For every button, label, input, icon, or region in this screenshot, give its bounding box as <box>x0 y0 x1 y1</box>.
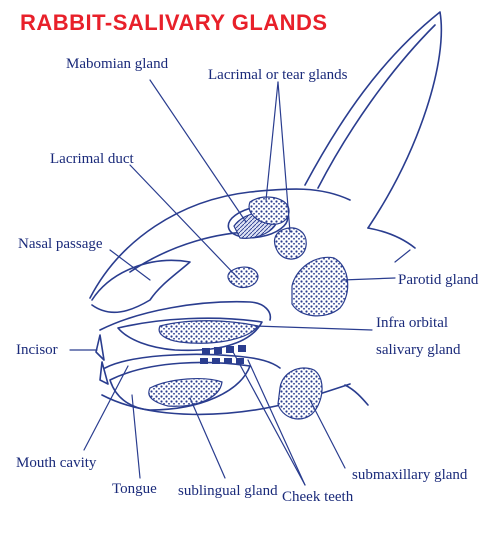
label-cheek-teeth: Cheek teeth <box>282 489 354 505</box>
lower-jaw <box>101 383 351 416</box>
label-lacrimal-glands: Lacrimal or tear glands <box>208 67 348 83</box>
cheek-teeth <box>200 345 246 364</box>
label-submaxillary-gland: submaxillary gland <box>352 467 468 483</box>
label-mabomian-gland: Mabomian gland <box>66 56 169 72</box>
nasal-passage-outline <box>91 259 191 314</box>
head-back <box>367 227 416 249</box>
lacrimal-gland-upper <box>248 196 290 225</box>
mouth-cavity-outline <box>104 353 281 369</box>
neck-outline <box>344 384 369 406</box>
label-lacrimal-duct: Lacrimal duct <box>50 151 134 167</box>
label-nasal-passage: Nasal passage <box>18 236 103 252</box>
page-title: RABBIT-SALIVARY GLANDS <box>20 10 328 35</box>
tongue-outline <box>109 361 251 411</box>
lacrimal-gland-lower <box>273 227 307 260</box>
upper-jaw <box>99 300 272 331</box>
lacrimal-gland-small <box>227 266 259 289</box>
head-outline <box>89 188 351 299</box>
submaxillary-gland <box>277 367 323 420</box>
ear-outline <box>304 11 443 229</box>
label-mouth-cavity: Mouth cavity <box>16 455 97 471</box>
incisor <box>95 334 109 385</box>
infra-orbital-gland <box>158 320 260 344</box>
label-incisor: Incisor <box>16 342 58 358</box>
label-sublingual-gland: sublingual gland <box>178 483 278 499</box>
sublingual-gland <box>148 378 223 407</box>
parotid-gland <box>291 256 349 317</box>
leader-lines <box>69 79 411 486</box>
label-tongue: Tongue <box>112 481 157 497</box>
ear-inner <box>317 24 436 189</box>
label-parotid-gland: Parotid gland <box>398 272 479 288</box>
upper-palate <box>117 317 263 352</box>
label-infra-orbital-1: Infra orbital <box>376 315 449 331</box>
label-infra-orbital-2: salivary gland <box>376 342 461 358</box>
